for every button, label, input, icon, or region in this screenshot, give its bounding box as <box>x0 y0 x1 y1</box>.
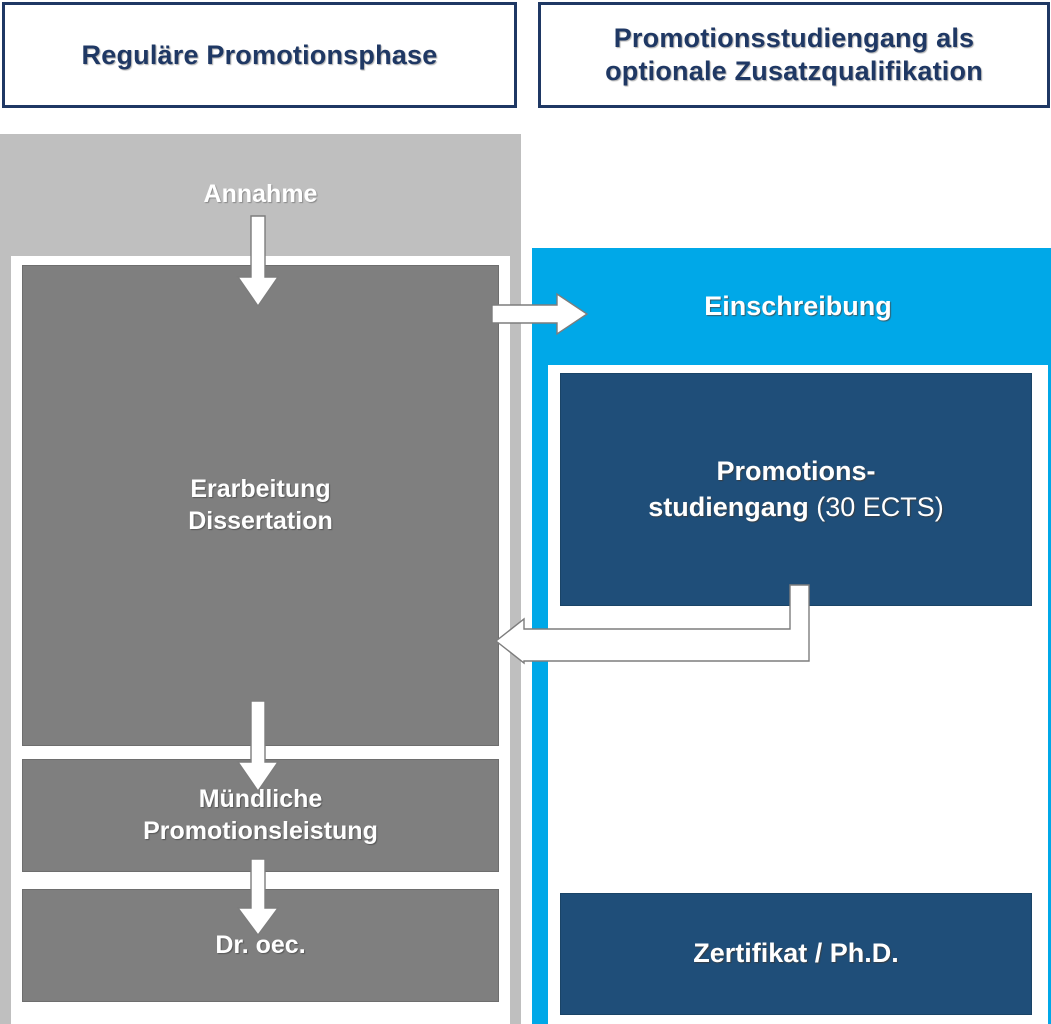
box-zertifikat-phd-label: Zertifikat / Ph.D. <box>693 936 899 971</box>
box-erarbeitung-label-line2: Dissertation <box>188 506 333 535</box>
box-promotionsstudiengang: Promotions- studiengang (30 ECTS) <box>560 373 1032 606</box>
box-promotionsstudiengang-label-line1: Promotions- <box>716 456 876 487</box>
box-dr-oec-label: Dr. oec. <box>215 930 306 959</box>
box-promotionsstudiengang-label: Promotions- studiengang (30 ECTS) <box>648 454 944 524</box>
arrow-muendliche-to-dr-oec <box>236 858 280 937</box>
arrow-annahme-to-erarbeitung <box>236 215 280 308</box>
box-zertifikat-phd: Zertifikat / Ph.D. <box>560 893 1032 1015</box>
annahme-label: Annahme <box>203 180 318 209</box>
header-box-optional-program: Promotionsstudiengang als optionale Zusa… <box>538 2 1050 108</box>
arrow-annahme-to-einschreibung <box>491 292 589 336</box>
box-erarbeitung-dissertation: Erarbeitung Dissertation <box>22 265 499 746</box>
box-muendliche-label-line2: Promotionsleistung <box>143 816 378 845</box>
box-muendliche-label-line1: Mündliche <box>198 785 323 813</box>
left-column-header-annahme: Annahme <box>11 134 510 256</box>
box-muendliche-label: Mündliche Promotionsleistung <box>143 784 378 847</box>
einschreibung-label: Einschreibung <box>704 291 892 321</box>
right-column-header-einschreibung: Einschreibung <box>548 248 1048 365</box>
header-right-title-line2: optionale Zusatzqualifikation <box>605 56 983 86</box>
arrow-studiengang-back-to-dissertation <box>494 584 810 665</box>
arrow-erarbeitung-to-muendliche <box>236 700 280 793</box>
header-right-title-line1: Promotionsstudiengang als <box>613 23 975 54</box>
header-left-title: Reguläre Promotionsphase <box>81 39 438 70</box>
box-promotionsstudiengang-label-line2-bold: studiengang <box>648 491 817 522</box>
header-box-regular-phase: Reguläre Promotionsphase <box>2 2 517 108</box>
box-erarbeitung-label: Erarbeitung Dissertation <box>188 474 332 537</box>
box-erarbeitung-label-line1: Erarbeitung <box>190 475 331 503</box>
header-right-title: Promotionsstudiengang als optionale Zusa… <box>605 22 983 88</box>
box-promotionsstudiengang-label-line2-plain: (30 ECTS) <box>816 491 944 522</box>
right-column-optional-program: Einschreibung Promotions- studiengang (3… <box>532 248 1051 1024</box>
box-zertifikat-phd-label-text: Zertifikat / Ph.D. <box>693 938 899 969</box>
